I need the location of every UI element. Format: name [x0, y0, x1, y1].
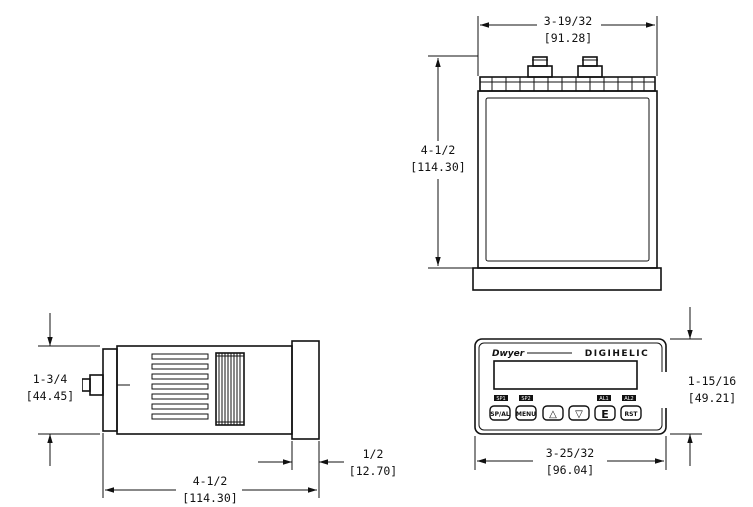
top-height-inches: 4-1/2 — [421, 143, 456, 157]
pressure-fitting-right — [577, 56, 603, 78]
front-height-inches: 1-15/16 — [688, 374, 737, 388]
top-view-bezel — [472, 267, 662, 291]
top-view: 3-19/32 [91.28] 4-1/2 [114.30] — [410, 13, 662, 291]
al2-indicator — [622, 395, 636, 401]
sp2-indicator — [519, 395, 533, 401]
side-height-millimeters: [44.45] — [26, 389, 74, 403]
sp2-label: SP2 — [521, 396, 530, 402]
side-bezel-millimeters: [12.70] — [349, 464, 397, 478]
reset-button-label: RST — [624, 411, 638, 418]
side-fitting — [81, 348, 130, 432]
menu-button-label: MENU — [516, 411, 536, 418]
side-bezel — [291, 340, 320, 440]
pressure-fitting-left — [527, 56, 553, 78]
top-view-panel — [485, 97, 650, 262]
up-arrow-button[interactable]: △ — [542, 405, 564, 421]
top-height-millimeters: [114.30] — [410, 160, 465, 174]
terminal-block — [479, 76, 656, 92]
front-height-dimension: 1-15/16 [49.21] — [660, 307, 744, 466]
side-height-dimension: 1-3/4 [44.45] — [20, 313, 100, 466]
down-arrow-icon: ▽ — [575, 409, 583, 420]
product-name: DIGIHELIC — [585, 349, 649, 359]
enter-button[interactable]: E — [594, 405, 616, 421]
lcd-display — [493, 360, 638, 390]
sp-al-button-label: SP/AL — [490, 411, 510, 418]
front-height-millimeters: [49.21] — [688, 391, 736, 405]
top-width-millimeters: [91.28] — [544, 31, 592, 45]
side-vent-slots — [151, 353, 209, 420]
indicator-row: SP1 SP2 AL1 AL2 — [494, 395, 636, 402]
reset-button[interactable]: RST — [620, 405, 642, 421]
front-width-inches: 3-25/32 — [546, 446, 594, 460]
front-width-millimeters: [96.04] — [546, 463, 594, 477]
al1-label: AL1 — [599, 396, 608, 402]
top-width-inches: 3-19/32 — [544, 14, 592, 28]
al2-label: AL2 — [624, 396, 633, 402]
side-heatsink-fins — [215, 352, 245, 426]
side-bezel-dimension: 1/2 [12.70] — [258, 441, 397, 478]
up-arrow-icon: △ — [549, 409, 557, 420]
al1-indicator — [597, 395, 611, 401]
side-length-millimeters: [114.30] — [182, 491, 237, 505]
down-arrow-button[interactable]: ▽ — [568, 405, 590, 421]
sp1-label: SP1 — [496, 396, 505, 402]
brand-logo: Dwyer — [492, 349, 525, 359]
side-view: 1-3/4 [44.45] 4-1/2 [114.30] 1/2 [12.70] — [20, 313, 397, 507]
top-height-dimension: 4-1/2 [114.30] — [410, 55, 478, 269]
side-height-inches: 1-3/4 — [33, 372, 68, 386]
side-bezel-inches: 1/2 — [363, 447, 384, 461]
front-view: Dwyer DIGIHELIC SP1 SP2 AL1 AL2 SP/AL ME… — [474, 307, 744, 479]
front-width-dimension: 3-25/32 [96.04] — [474, 436, 667, 479]
top-view-housing — [477, 90, 658, 269]
keypad: SP/AL MENU △ ▽ E RST — [489, 405, 642, 421]
menu-button[interactable]: MENU — [515, 405, 537, 421]
sp-al-button[interactable]: SP/AL — [489, 405, 511, 421]
enter-button-label: E — [601, 408, 609, 421]
side-length-dimension: 4-1/2 [114.30] — [102, 433, 320, 507]
top-width-dimension: 3-19/32 [91.28] — [477, 13, 658, 76]
sp1-indicator — [494, 395, 508, 401]
side-length-inches: 4-1/2 — [193, 474, 228, 488]
